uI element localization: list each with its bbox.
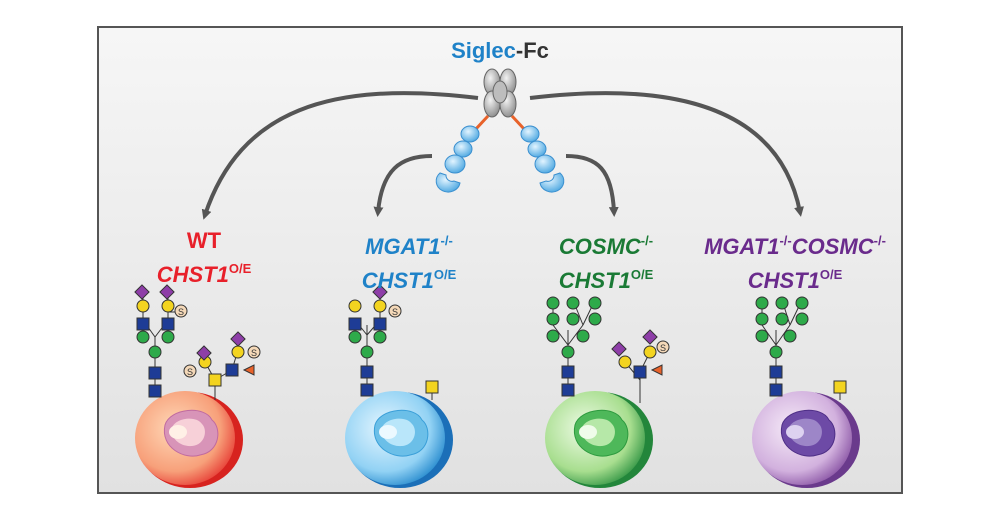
title-fc: Fc [523,38,549,63]
arrow-to-cosmc [565,154,619,217]
label-mgat1-line2: CHST1O/E [361,267,457,293]
arrows [201,91,804,220]
arrow-to-double [529,91,804,217]
label-cosmc: COSMC-/- CHST1O/E [496,227,716,295]
title-dash: - [515,38,524,63]
label-double-line2: CHST1O/E [747,267,843,293]
label-wt-line2: CHST1O/E [156,261,252,287]
label-cosmc-line1: COSMC-/- [558,233,654,259]
label-wt: WT CHST1O/E [94,227,314,289]
glycans-mgat1: S [348,284,439,400]
arrow-to-mgat1 [373,154,433,217]
glycans-double [755,296,847,400]
glycans-wt: S S S [134,284,261,400]
label-mgat1-line1: MGAT1-/- [365,233,453,259]
arrow-to-wt [201,91,479,220]
svg-text:S: S [660,343,666,353]
cell-double [752,391,860,488]
siglec-fc-title: Siglec-Fc [0,38,1000,64]
label-double: MGAT1-/-COSMC-/- CHST1O/E [670,227,920,295]
glycans-cosmc: S [546,296,670,403]
cell-mgat1 [345,391,453,488]
siglec-domains-right [520,125,565,193]
svg-text:S: S [187,367,193,377]
svg-text:S: S [392,307,398,317]
label-cosmc-line2: CHST1O/E [558,267,654,293]
cell-cosmc [545,391,653,488]
label-mgat1: MGAT1-/- CHST1O/E [299,227,519,295]
label-double-line1: MGAT1-/-COSMC-/- [704,233,886,259]
siglec-domains-left [435,125,480,193]
hinge-left [473,114,490,132]
cell-wt [135,391,243,488]
siglec-fc-molecule [435,68,565,193]
title-siglec: Siglec [451,38,516,63]
fc-region [483,68,517,118]
label-wt-line1: WT [186,228,222,253]
svg-text:S: S [178,307,184,317]
svg-text:S: S [251,348,257,358]
hinge-right [510,114,527,132]
